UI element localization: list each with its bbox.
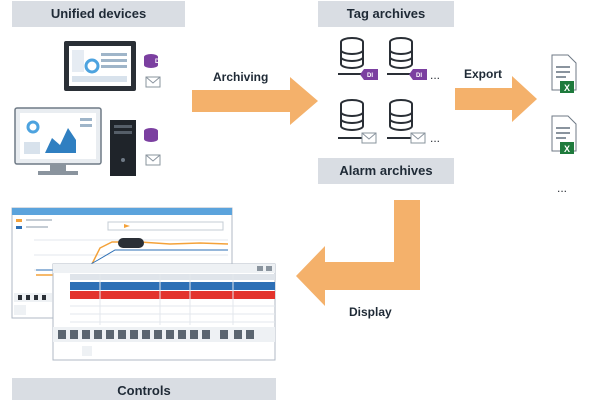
display-arrow: [296, 200, 420, 306]
tag-badge-label: DI: [367, 73, 373, 79]
display-label: Display: [349, 305, 392, 319]
hmi-panel-icon: [64, 41, 136, 91]
alarm-ellipsis: ...: [430, 131, 440, 145]
database-icon: [144, 54, 158, 68]
database-icon: [144, 128, 158, 142]
export-arrow: [455, 76, 537, 122]
unified-devices-header: Unified devices: [12, 1, 185, 27]
envelope-icon: [361, 132, 377, 144]
tag-badge-icon: [360, 69, 378, 80]
tag-ellipsis: ...: [430, 68, 440, 82]
device-badge-label: DI: [155, 59, 161, 65]
excel-file-icon: [551, 54, 577, 93]
envelope-icon: [145, 154, 161, 166]
envelope-icon: [410, 132, 426, 144]
excel-file-icon: [551, 115, 577, 154]
tag-badge-icon: [409, 69, 427, 80]
archiving-label: Archiving: [213, 70, 269, 84]
database-icon: [389, 99, 413, 131]
tower-icon: [110, 120, 136, 176]
pc-monitor-icon: [14, 107, 102, 175]
envelope-icon: [145, 76, 161, 88]
alarm-control: [52, 263, 276, 361]
controls-header: Controls: [12, 378, 276, 400]
database-icon: [340, 37, 364, 69]
archiving-arrow: [192, 77, 318, 125]
excel-letter: X: [564, 144, 570, 154]
alarm-archives-header: Alarm archives: [318, 158, 454, 184]
database-icon: [340, 99, 364, 131]
database-icon: [389, 37, 413, 69]
export-label: Export: [464, 67, 503, 81]
export-ellipsis: ...: [557, 181, 567, 195]
tag-archives-header: Tag archives: [318, 1, 454, 27]
excel-letter: X: [564, 83, 570, 93]
tag-badge-label: DI: [416, 73, 422, 79]
